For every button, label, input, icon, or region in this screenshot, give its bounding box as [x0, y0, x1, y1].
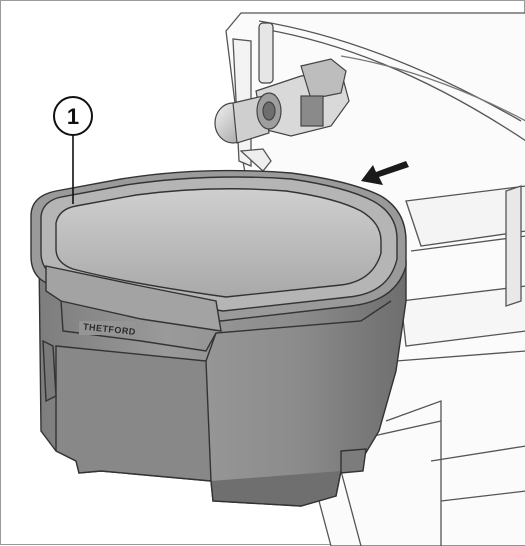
- callout-circle: [53, 96, 93, 136]
- insertion-arrow-icon: [361, 161, 409, 185]
- waste-tank: [30, 169, 407, 507]
- valve-assembly-icon: [214, 22, 350, 144]
- callout-number: 1: [67, 104, 79, 129]
